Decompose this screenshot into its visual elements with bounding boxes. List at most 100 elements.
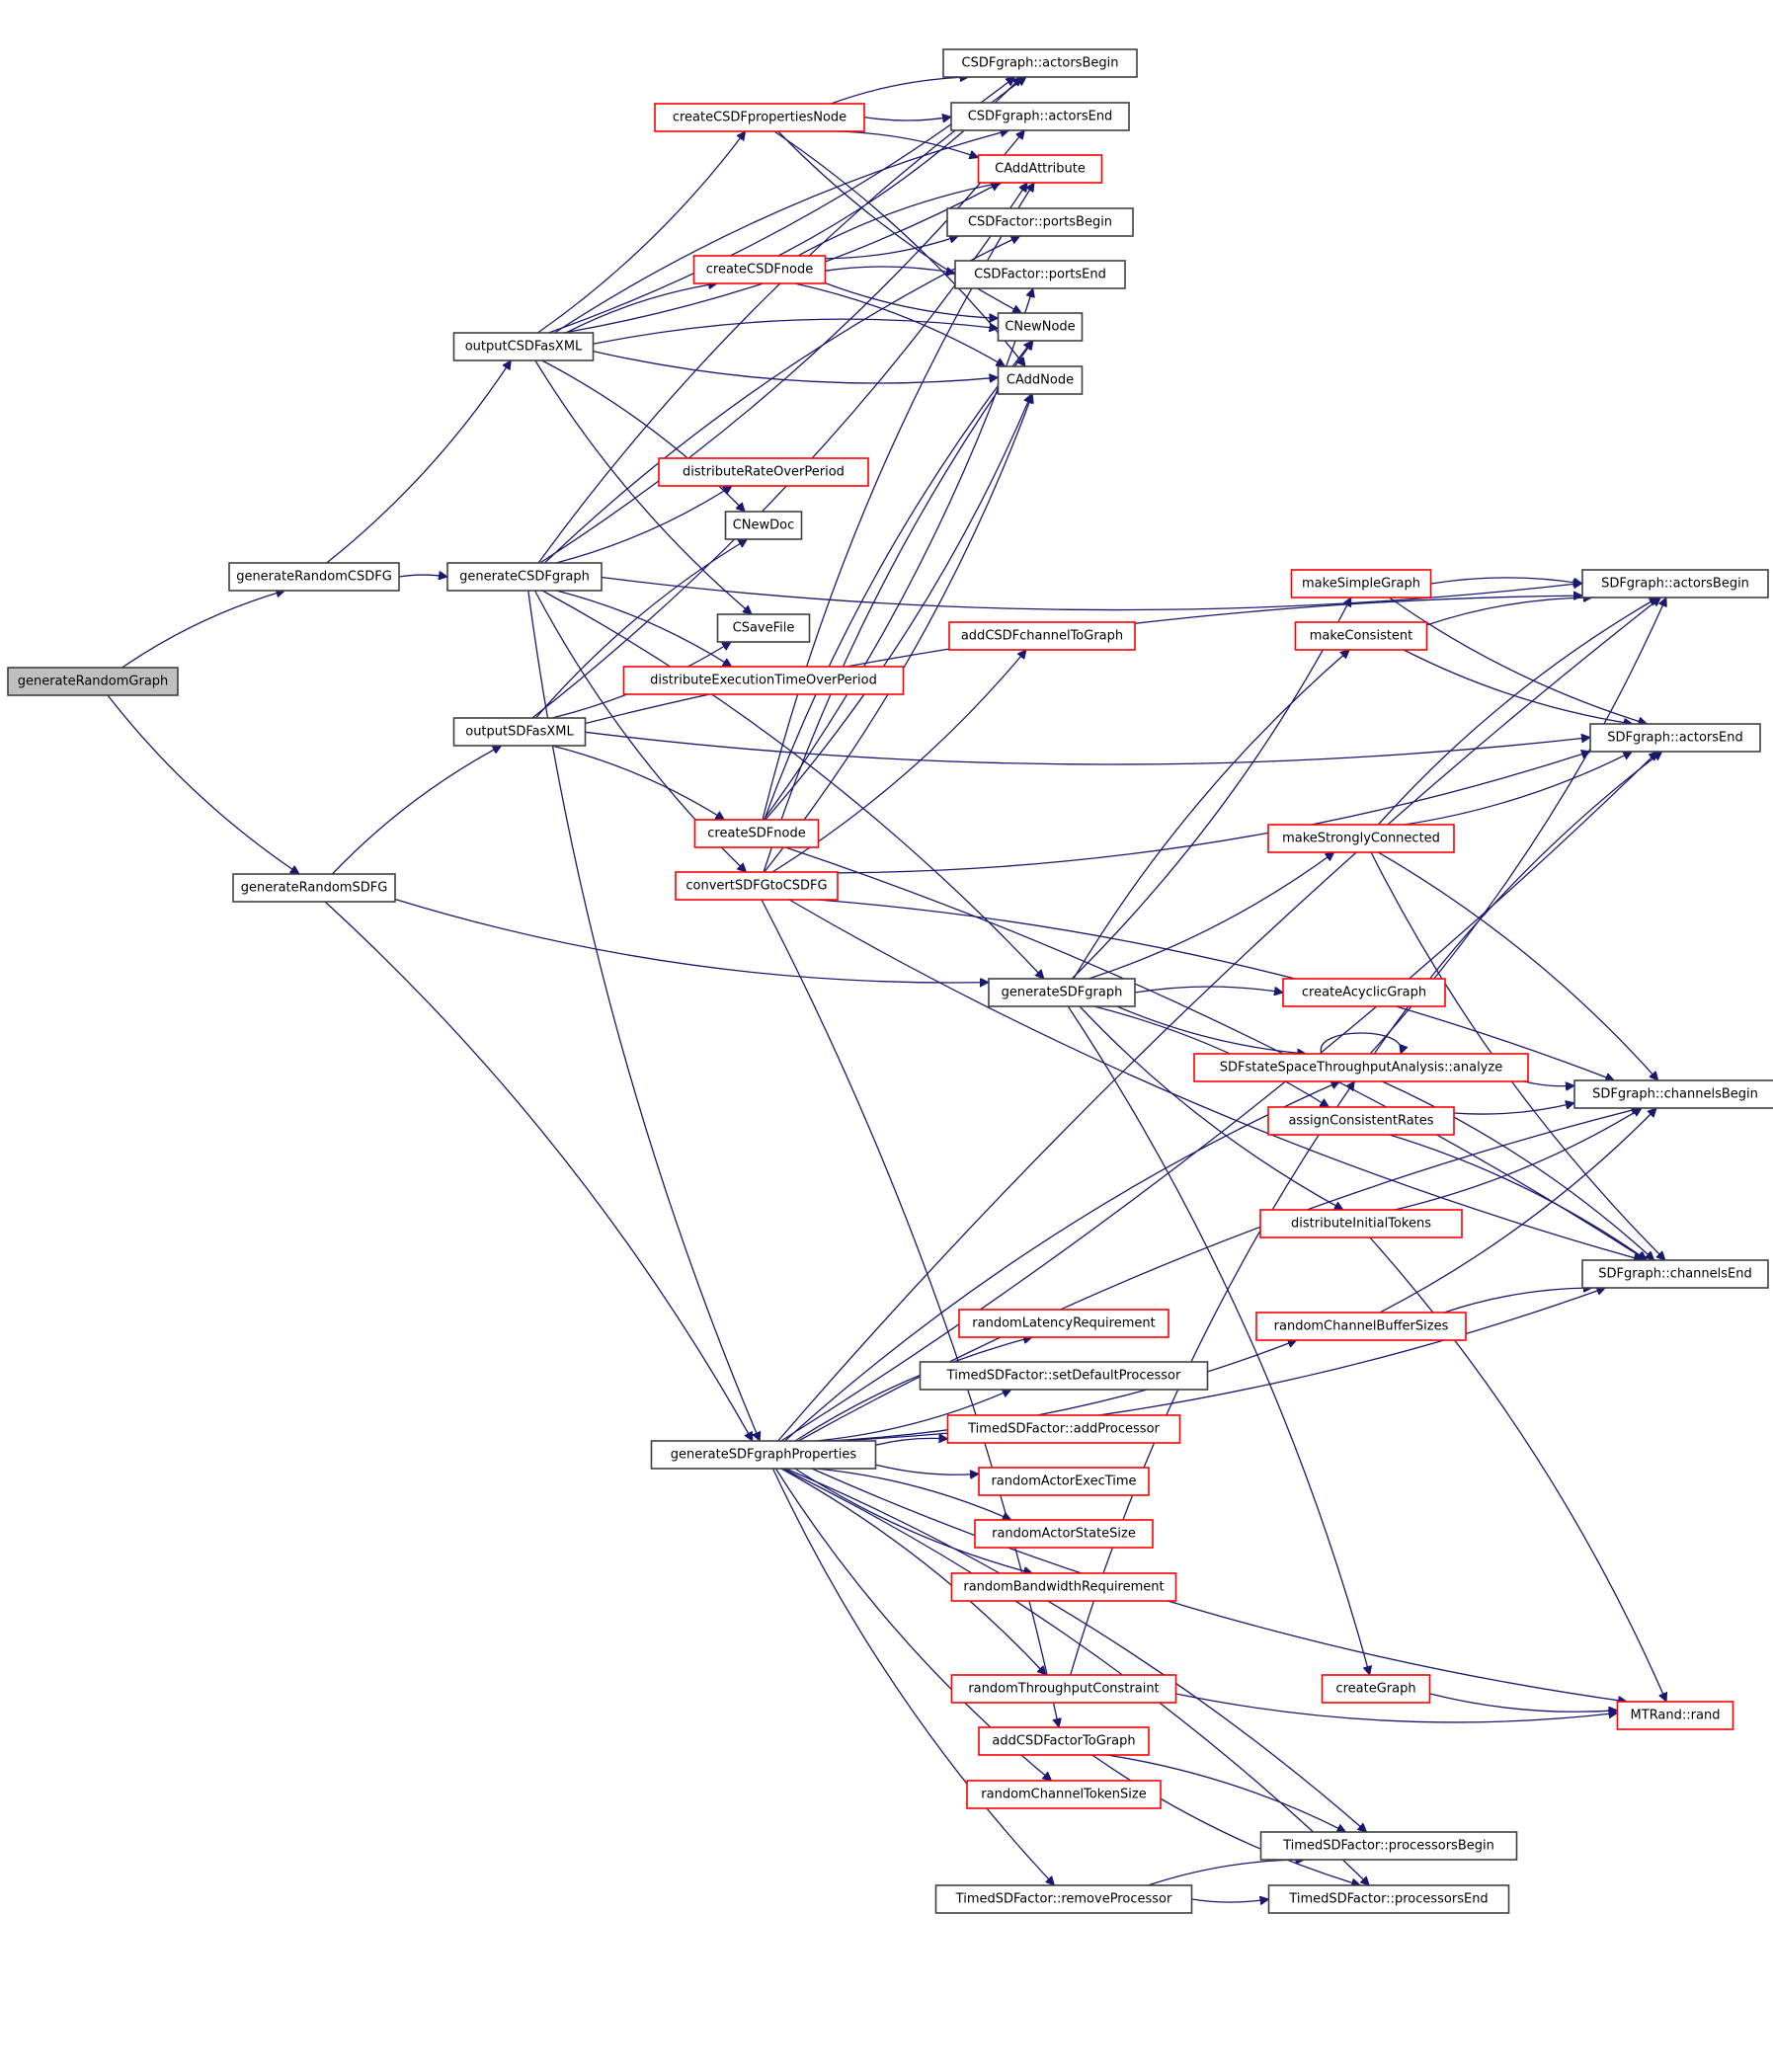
node-randombandwidthrequirement[interactable]: randomBandwidthRequirement	[950, 1572, 1177, 1602]
node-timedsdfactor-processorsend[interactable]: TimedSDFactor::processorsEnd	[1267, 1884, 1510, 1914]
node-sdfgraph-actorsbegin[interactable]: SDFgraph::actorsBegin	[1581, 569, 1769, 598]
node-box[interactable]	[654, 103, 865, 132]
node-box[interactable]	[997, 312, 1084, 342]
node-outputcsdfasxml[interactable]: outputCSDFasXML	[452, 332, 595, 361]
node-randomlatencyrequirement[interactable]: randomLatencyRequirement	[958, 1309, 1169, 1338]
node-sdfgraph-channelsend[interactable]: SDFgraph::channelsEnd	[1581, 1259, 1769, 1289]
node-box[interactable]	[1294, 621, 1428, 651]
node-box[interactable]	[977, 154, 1103, 184]
node-csdfactor-portsend[interactable]: CSDFactor::portsEnd	[954, 260, 1126, 289]
node-box[interactable]	[946, 207, 1134, 237]
node-box[interactable]	[452, 332, 595, 361]
node-box[interactable]	[934, 1884, 1193, 1914]
node-timedsdfactor-addprocessor[interactable]: TimedSDFactor::addProcessor	[946, 1414, 1181, 1444]
node-sdfgraph-actorsend[interactable]: SDFgraph::actorsEnd	[1589, 723, 1761, 753]
node-randomthroughputconstraint[interactable]: randomThroughputConstraint	[950, 1674, 1177, 1704]
node-box[interactable]	[692, 255, 827, 284]
node-caddattribute[interactable]: CAddAttribute	[977, 154, 1103, 184]
node-createcsdfnode[interactable]: createCSDFnode	[692, 255, 827, 284]
node-box[interactable]	[724, 511, 803, 540]
node-csdfgraph-actorsbegin[interactable]: CSDFgraph::actorsBegin	[942, 48, 1138, 78]
node-csdfactor-portsbegin[interactable]: CSDFactor::portsBegin	[946, 207, 1134, 237]
node-randomactorexectime[interactable]: randomActorExecTime	[978, 1467, 1150, 1496]
node-outputsdfasxml[interactable]: outputSDFasXML	[452, 717, 587, 747]
node-box[interactable]	[1282, 978, 1446, 1007]
node-box[interactable]	[716, 613, 811, 643]
node-box[interactable]	[650, 1440, 877, 1470]
node-randomactorstatesize[interactable]: randomActorStateSize	[974, 1519, 1154, 1549]
node-randomchanneltokensize[interactable]: randomChannelTokenSize	[966, 1780, 1162, 1809]
node-generatesdfgraphproperties[interactable]: generateSDFgraphProperties	[650, 1440, 877, 1470]
node-box[interactable]	[232, 873, 396, 903]
node-box[interactable]	[958, 1309, 1169, 1338]
node-box[interactable]	[1321, 1674, 1431, 1704]
node-box[interactable]	[1267, 1884, 1510, 1914]
node-box[interactable]	[946, 1414, 1181, 1444]
node-box[interactable]	[950, 102, 1130, 131]
node-box[interactable]	[1581, 569, 1769, 598]
node-box[interactable]	[950, 1674, 1177, 1704]
node-assignconsistentrates[interactable]: assignConsistentRates	[1267, 1106, 1455, 1136]
node-makestronglyconnected[interactable]: makeStronglyConnected	[1267, 824, 1455, 853]
node-makeconsistent[interactable]: makeConsistent	[1294, 621, 1428, 651]
node-addcsdfchanneltograph[interactable]: addCSDFchannelToGraph	[948, 621, 1136, 651]
node-box[interactable]	[1255, 1312, 1467, 1341]
node-box[interactable]	[978, 1726, 1150, 1756]
node-sdfstatespacethroughputanalysis-analyze[interactable]: SDFstateSpaceThroughputAnalysis::analyze	[1193, 1053, 1529, 1082]
node-box[interactable]	[1193, 1053, 1529, 1082]
node-box[interactable]	[1267, 824, 1455, 853]
node-sdfgraph-channelsbegin[interactable]: SDFgraph::channelsBegin	[1573, 1079, 1773, 1109]
node-convertsdfgtocsdfg[interactable]: convertSDFGtoCSDFG	[675, 871, 839, 901]
node-box[interactable]	[1573, 1079, 1773, 1109]
node-box[interactable]	[966, 1780, 1162, 1809]
node-box[interactable]	[7, 667, 179, 696]
node-generaterandomcsdfg[interactable]: generateRandomCSDFG	[228, 562, 400, 592]
node-generaterandomgraph[interactable]: generateRandomGraph	[7, 667, 179, 696]
node-box[interactable]	[675, 871, 839, 901]
node-generatesdfgraph[interactable]: generateSDFgraph	[988, 978, 1136, 1007]
node-distributerateoverperiod[interactable]: distributeRateOverPeriod	[658, 457, 869, 487]
node-box[interactable]	[919, 1361, 1209, 1391]
node-box[interactable]	[1616, 1701, 1734, 1730]
node-distributeexecutiontimeoverperiod[interactable]: distributeExecutionTimeOverPeriod	[622, 666, 905, 695]
node-box[interactable]	[988, 978, 1136, 1007]
node-timedsdfactor-removeprocessor[interactable]: TimedSDFactor::removeProcessor	[934, 1884, 1193, 1914]
node-cnewnode[interactable]: CNewNode	[997, 312, 1084, 342]
node-box[interactable]	[948, 621, 1136, 651]
node-box[interactable]	[228, 562, 400, 592]
node-box[interactable]	[954, 260, 1126, 289]
node-box[interactable]	[658, 457, 869, 487]
node-addcsdfactortograph[interactable]: addCSDFactorToGraph	[978, 1726, 1150, 1756]
node-distributeinitialtokens[interactable]: distributeInitialTokens	[1259, 1209, 1463, 1238]
node-box[interactable]	[452, 717, 587, 747]
node-box[interactable]	[622, 666, 905, 695]
node-createsdfnode[interactable]: createSDFnode	[693, 819, 820, 848]
node-timedsdfactor-setdefaultprocessor[interactable]: TimedSDFactor::setDefaultProcessor	[919, 1361, 1209, 1391]
node-generatecsdfgraph[interactable]: generateCSDFgraph	[446, 562, 603, 592]
node-creategraph[interactable]: createGraph	[1321, 1674, 1431, 1704]
node-generaterandomsdfg[interactable]: generateRandomSDFG	[232, 873, 396, 903]
node-makesimplegraph[interactable]: makeSimpleGraph	[1290, 569, 1432, 598]
node-createcsdfpropertiesnode[interactable]: createCSDFpropertiesNode	[654, 103, 865, 132]
node-box[interactable]	[1290, 569, 1432, 598]
node-mtrand-rand[interactable]: MTRand::rand	[1616, 1701, 1734, 1730]
node-timedsdfactor-processorsbegin[interactable]: TimedSDFactor::processorsBegin	[1259, 1831, 1518, 1861]
node-csdfgraph-actorsend[interactable]: CSDFgraph::actorsEnd	[950, 102, 1130, 131]
node-box[interactable]	[997, 365, 1084, 395]
node-box[interactable]	[693, 819, 820, 848]
node-csavefile[interactable]: CSaveFile	[716, 613, 811, 643]
node-createacyclicgraph[interactable]: createAcyclicGraph	[1282, 978, 1446, 1007]
node-box[interactable]	[1267, 1106, 1455, 1136]
node-cnewdoc[interactable]: CNewDoc	[724, 511, 803, 540]
node-box[interactable]	[1259, 1831, 1518, 1861]
node-caddnode[interactable]: CAddNode	[997, 365, 1084, 395]
node-box[interactable]	[1581, 1259, 1769, 1289]
node-box[interactable]	[446, 562, 603, 592]
node-box[interactable]	[1259, 1209, 1463, 1238]
node-box[interactable]	[942, 48, 1138, 78]
node-box[interactable]	[950, 1572, 1177, 1602]
node-randomchannelbuffersizes[interactable]: randomChannelBufferSizes	[1255, 1312, 1467, 1341]
node-box[interactable]	[978, 1467, 1150, 1496]
node-box[interactable]	[974, 1519, 1154, 1549]
node-box[interactable]	[1589, 723, 1761, 753]
